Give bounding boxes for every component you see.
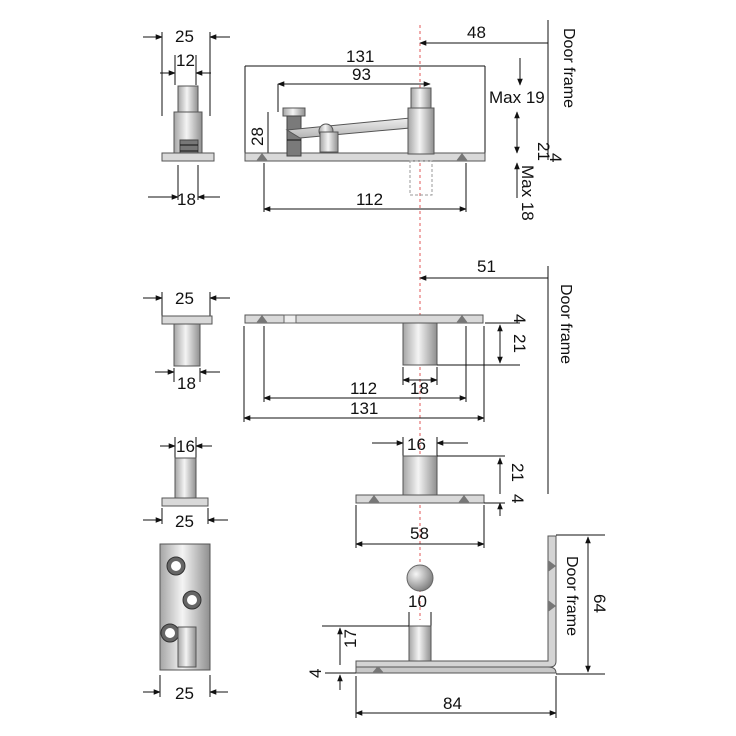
bottom-side-dim-25: 25 [175,684,194,703]
top-side-dim-12: 12 [176,51,195,70]
low-front-view: 16 21 4 58 [355,435,527,548]
mid-front-dim-21: 21 [510,334,529,353]
bottom-side-view: 25 [143,543,228,703]
bottom-front-dim-84: 84 [443,694,462,713]
mid-front-dim-4: 4 [510,314,529,323]
low-front-dim-21: 21 [508,463,527,482]
mid-front-view: 51 4 21 112 18 131 [243,257,549,494]
top-front-max18: Max 18 [518,165,537,221]
door-frame-label-top: Door frame [560,28,577,108]
low-side-dim-16: 16 [176,437,195,456]
top-side-dim-25: 25 [175,27,194,46]
mid-side-dim-18: 18 [177,374,196,393]
low-front-dim-16: 16 [407,435,426,454]
low-side-view: 16 25 [143,437,228,531]
low-front-dim-58: 58 [410,524,429,543]
mid-front-dim-112: 112 [350,379,377,398]
top-front-dim-131: 131 [346,47,374,66]
mid-front-dim-51: 51 [477,257,496,276]
top-side-dim-18: 18 [177,190,196,209]
door-frame-label-bottom: Door frame [563,556,580,636]
top-side-view: 25 12 18 [143,27,230,209]
low-side-dim-25: 25 [175,512,194,531]
top-front-dim-21: 21 [534,142,553,161]
bottom-front-dim-64: 64 [590,594,609,613]
mid-side-view: 25 18 [143,289,230,393]
top-front-max19: Max 19 [489,88,545,107]
door-frame-label-mid: Door frame [557,284,574,364]
mid-front-dim-131: 131 [350,399,378,418]
top-front-view: 131 93 48 Max 19 28 21 4 Max 18 112 [244,20,565,221]
top-front-dim-93: 93 [352,65,371,84]
bottom-front-view: 10 17 4 64 84 [306,534,609,718]
top-front-dim-28: 28 [248,127,267,146]
bottom-front-dim-10: 10 [408,592,427,611]
top-front-dim-48: 48 [467,23,486,42]
mid-front-dim-18: 18 [410,379,429,398]
bottom-front-dim-4: 4 [306,669,325,678]
bottom-front-dim-17: 17 [341,629,360,648]
top-front-dim-4: 4 [546,153,565,162]
top-front-dim-112: 112 [356,190,383,209]
low-front-dim-4: 4 [508,494,527,503]
mid-side-dim-25: 25 [175,289,194,308]
